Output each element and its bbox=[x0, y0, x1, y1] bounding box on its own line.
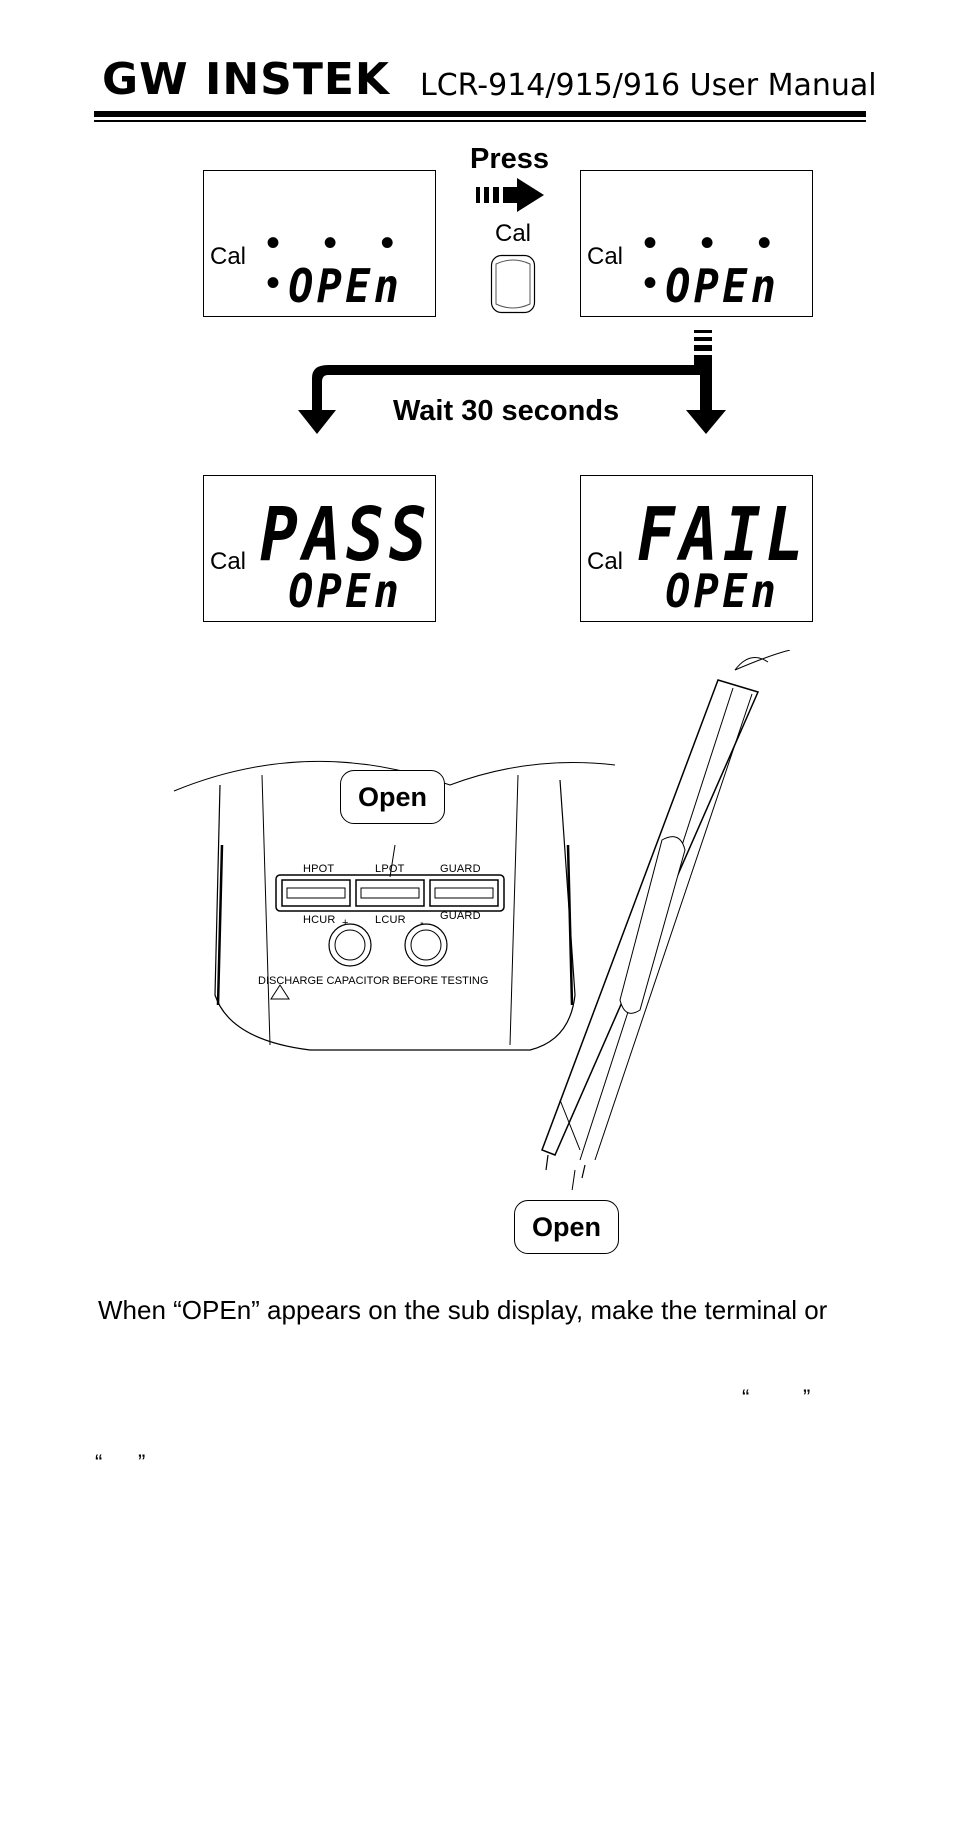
warning-text: DISCHARGE CAPACITOR BEFORE TESTING bbox=[258, 975, 489, 987]
lcd-display-pass: PASS Cal OPEn bbox=[203, 475, 436, 622]
body-quote-close-2: ” bbox=[138, 1450, 146, 1475]
lcd-sub-display: OPEn bbox=[288, 259, 403, 313]
wait-label: Wait 30 seconds bbox=[393, 395, 620, 427]
lcd-cal-label: Cal bbox=[210, 243, 247, 270]
terminal-label-lpot: LPOT bbox=[375, 863, 405, 875]
wait-branch-arrow-icon bbox=[298, 330, 726, 434]
body-quote-open-2: “ bbox=[95, 1450, 103, 1475]
manual-title: LCR-914/915/916 User Manual bbox=[420, 68, 877, 103]
terminal-label-minus: - bbox=[420, 917, 424, 929]
lcd-main-dots: • • • • bbox=[266, 221, 411, 305]
lcd-sub-display: OPEn bbox=[665, 259, 780, 313]
body-paragraph: When “OPEn” appears on the sub display, … bbox=[98, 1295, 828, 1325]
callout-terminal-open: Open bbox=[340, 770, 445, 824]
lcd-main-dots: • • • • bbox=[643, 221, 788, 305]
lcd-sub-display: OPEn bbox=[665, 564, 780, 618]
terminal-label-hpot: HPOT bbox=[303, 863, 335, 875]
terminal-label-plus: + bbox=[342, 917, 349, 929]
lcd-display-open-pressed: • • • • Cal OPEn bbox=[580, 170, 813, 317]
lcd-main-display: PASS bbox=[260, 492, 432, 578]
header-rule-thin bbox=[94, 120, 866, 122]
press-arrow-icon bbox=[476, 178, 544, 212]
lcd-sub-display: OPEn bbox=[288, 564, 403, 618]
body-quote-open-1: “ bbox=[742, 1385, 750, 1410]
press-label: Press bbox=[470, 143, 550, 175]
callout-tweezers-open: Open bbox=[514, 1200, 619, 1254]
terminal-label-guard-bottom: GUARD bbox=[440, 910, 481, 922]
cal-key-icon bbox=[490, 254, 536, 314]
tweezers-probe-illustration bbox=[541, 650, 791, 1190]
header-rule-thick bbox=[94, 111, 866, 117]
terminal-label-lcur: LCUR bbox=[375, 914, 406, 926]
body-quote-close-1: ” bbox=[803, 1385, 811, 1410]
lcd-cal-label: Cal bbox=[210, 548, 247, 575]
lcd-display-fail: FAIL Cal OPEn bbox=[580, 475, 813, 622]
terminal-label-hcur: HCUR bbox=[303, 914, 336, 926]
lcd-main-display: FAIL bbox=[637, 492, 809, 578]
cal-key-label: Cal bbox=[495, 220, 532, 247]
brand-logo: GW INSTEK bbox=[102, 54, 391, 105]
lcd-display-open-waiting: • • • • Cal OPEn bbox=[203, 170, 436, 317]
terminal-label-guard-top: GUARD bbox=[440, 863, 481, 875]
lcd-cal-label: Cal bbox=[587, 243, 624, 270]
lcd-cal-label: Cal bbox=[587, 548, 624, 575]
